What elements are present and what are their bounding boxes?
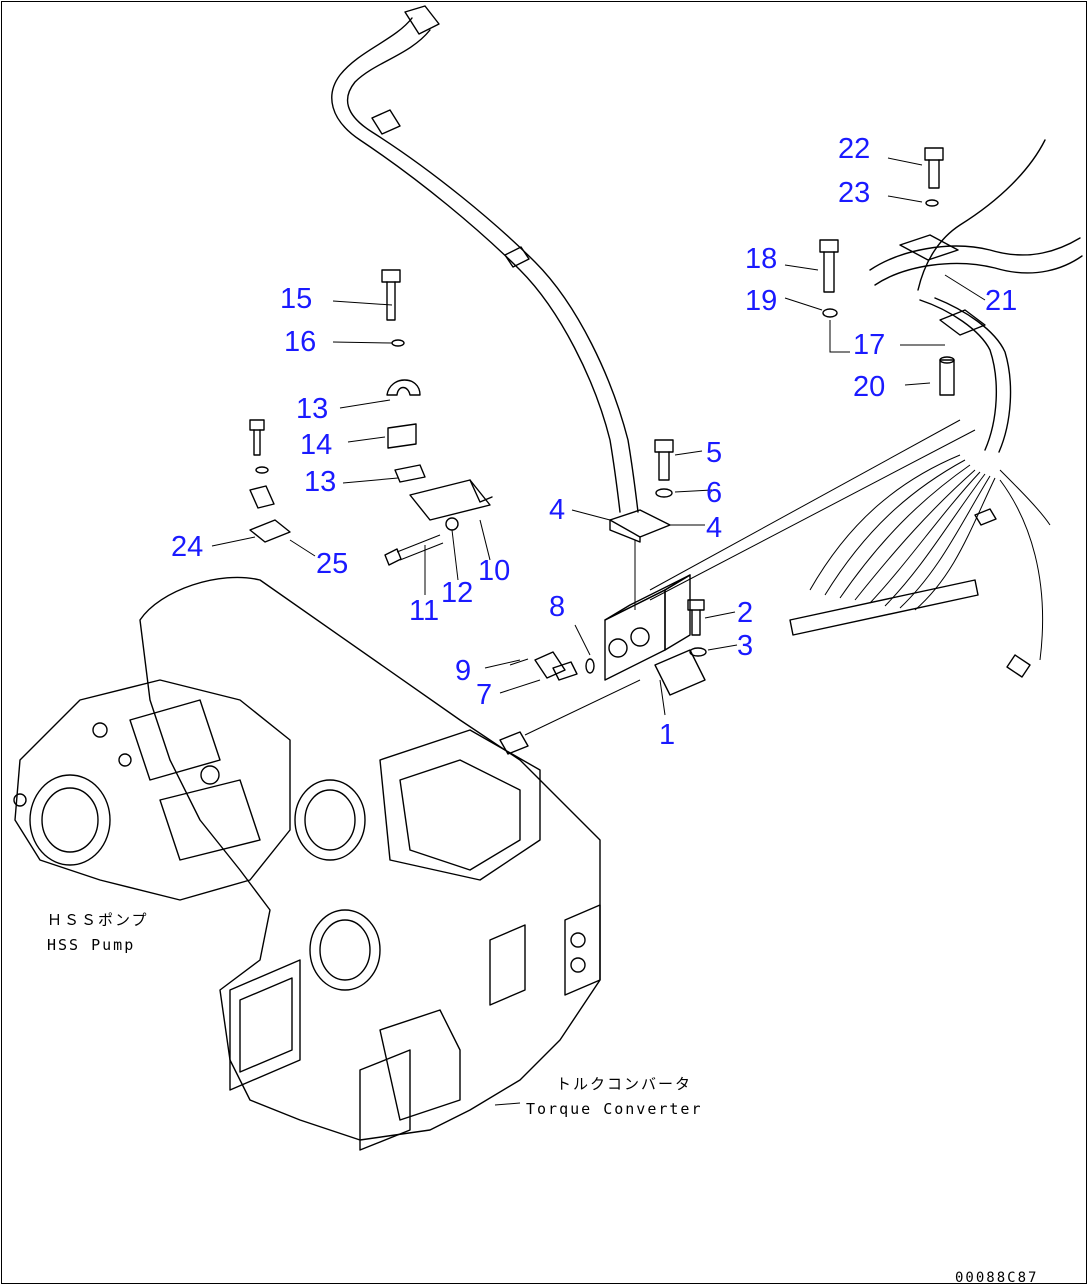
leader-lines xyxy=(211,157,986,716)
callout-18: 18 xyxy=(745,243,777,275)
bolt-2 xyxy=(687,599,707,657)
callout-5: 5 xyxy=(706,437,722,469)
callout-21: 21 xyxy=(985,285,1017,317)
callout-12: 12 xyxy=(441,577,473,609)
callout-6: 6 xyxy=(706,477,722,509)
sensor-fitting xyxy=(499,731,529,755)
hose-clamp-4 xyxy=(609,509,671,610)
callout-4b: 4 xyxy=(706,512,722,544)
callout-23: 23 xyxy=(838,177,870,209)
upper-clamp-assembly xyxy=(381,269,493,531)
callout-17: 17 xyxy=(853,329,885,361)
torque-converter-label-jp: トルクコンバータ xyxy=(556,1075,692,1093)
hss-pump-label-jp: ＨＳＳポンプ xyxy=(47,911,149,929)
callout-4a: 4 xyxy=(549,494,565,526)
small-clamp-24-25 xyxy=(249,419,291,543)
callout-13b: 13 xyxy=(304,466,336,498)
callout-13a: 13 xyxy=(296,393,328,425)
junction-block xyxy=(604,574,706,696)
callout-8: 8 xyxy=(549,591,565,623)
callout-16: 16 xyxy=(284,326,316,358)
upper-hose xyxy=(331,5,639,513)
callout-24: 24 xyxy=(171,531,203,563)
callout-15: 15 xyxy=(280,283,312,315)
torque-converter-label-en: Torque Converter xyxy=(526,1100,703,1118)
bolt-5 xyxy=(654,439,674,498)
callout-2: 2 xyxy=(737,597,753,629)
elbow-fitting xyxy=(509,651,595,681)
callout-10: 10 xyxy=(478,555,510,587)
callout-22: 22 xyxy=(838,133,870,165)
callout-19: 19 xyxy=(745,285,777,317)
drawing-code: 00088C87 xyxy=(955,1270,1038,1286)
callout-14: 14 xyxy=(300,429,332,461)
hss-pump xyxy=(13,679,291,901)
component-notes: ＨＳＳポンプ HSS Pump トルクコンバータ Torque Converte… xyxy=(47,911,1038,1286)
wire-harness xyxy=(789,454,1051,678)
callout-11: 11 xyxy=(409,595,439,627)
callout-25: 25 xyxy=(316,548,348,580)
callout-20: 20 xyxy=(853,371,885,403)
right-clamp-assembly xyxy=(819,147,986,396)
callout-labels: 1 2 3 4 4 5 6 7 8 9 10 11 12 13 13 14 15… xyxy=(171,133,1017,751)
callout-9: 9 xyxy=(455,655,471,687)
hss-pump-label-en: HSS Pump xyxy=(47,936,135,954)
right-hose xyxy=(869,139,1083,453)
harness-link-line xyxy=(649,419,961,591)
torque-converter-housing xyxy=(139,576,601,1151)
callout-1: 1 xyxy=(659,719,675,751)
bolt-11 xyxy=(384,534,444,566)
callout-3: 3 xyxy=(737,630,753,662)
callout-7: 7 xyxy=(476,679,492,711)
